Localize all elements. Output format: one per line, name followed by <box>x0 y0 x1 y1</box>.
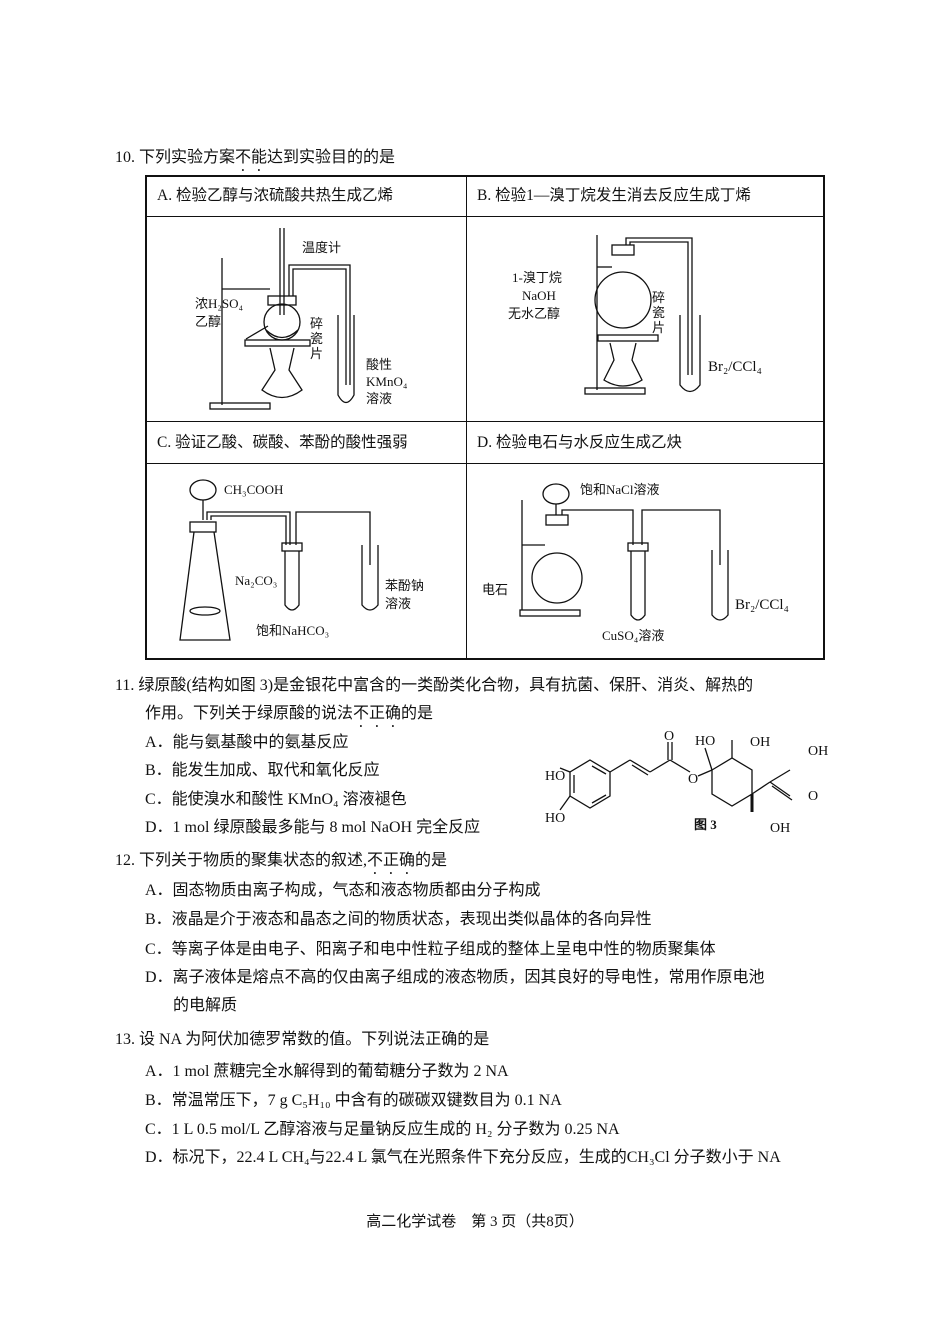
label-ho: HO <box>545 811 565 826</box>
stem-text: 达到实验目的的是 <box>267 149 396 166</box>
divider <box>147 216 823 217</box>
q12-option-b: B．液晶是介于液态和晶态之间的物质状态，表现出类似晶体的各向异性 <box>145 911 652 928</box>
label-reagent: 无水乙醇 <box>508 306 561 321</box>
label-o: O <box>664 729 674 744</box>
q11-option-a: A．能与氨基酸中的氨基反应 <box>145 734 349 751</box>
page-footer: 高二化学试卷 第 3 页（共8页） <box>366 1214 584 1230</box>
label-reagent: NaOH <box>522 288 556 303</box>
cell-title-c: C. 验证乙酸、碳酸、苯酚的酸性强弱 <box>157 434 408 451</box>
label-oh: OH <box>808 744 828 759</box>
stem-text: 的是 <box>415 852 448 869</box>
divider <box>147 463 823 464</box>
question-number: 12. <box>115 852 135 869</box>
label-o: O <box>808 789 818 804</box>
label-solution: 溶液 <box>385 596 412 611</box>
question-number: 10. <box>115 149 135 166</box>
stem-text: 绿原酸(结构如图 3)是金银花中富含的一类酚类化合物，具有抗菌、保肝、消炎、解热… <box>138 677 754 694</box>
q13-stem: 13. 设 NA 为阿伏加德罗常数的值。下列说法正确的是 <box>115 1030 489 1050</box>
label-reagent: 饱和NaCl溶液 <box>580 482 660 497</box>
label-ho: HO <box>545 769 565 784</box>
q13-option-b: B．常温常压下，7 g C₅H₁₀ 中含有的碳碳双键数目为 0.1 NA <box>145 1092 562 1109</box>
label-thermometer: 温度计 <box>302 240 342 255</box>
divider <box>466 177 467 658</box>
q12-option-c: C．等离子体是由电子、阳离子和电中性粒子组成的整体上呈电中性的物质聚集体 <box>145 941 716 958</box>
q12-stem: 12. 下列关于物质的聚集状态的叙述,不正确的是 <box>115 851 447 878</box>
stem-text: 下列实验方案 <box>139 149 236 166</box>
label-solution: 饱和NaHCO₃ <box>256 623 330 638</box>
q11-option-c: C．能使溴水和酸性 KMnO₄ 溶液褪色 <box>145 791 407 808</box>
chlorogenic-acid-structure: HO HO O O HO OH OH O OH 图 3 <box>545 729 828 836</box>
label-solution: 酸性 <box>366 357 393 372</box>
label-reagent: 浓H₂SO₄ <box>195 296 244 311</box>
q10-experiment-table: A. 检验乙醇与浓硫酸共热生成乙烯 B. 检验1—溴丁烷发生消去反应生成丁烯 C… <box>145 175 825 660</box>
q12-option-d-cont: 的电解质 <box>173 997 238 1014</box>
q13-option-d: D．标况下，22.4 L CH₄与22.4 L 氯气在光照条件下充分反应，生成的… <box>145 1149 781 1166</box>
apparatus-a-diagram <box>209 228 355 410</box>
q12-option-a: A．固态物质由离子构成，气态和液态物质都由分子构成 <box>145 882 541 899</box>
stem-text: 的是 <box>401 705 434 722</box>
label-ho: HO <box>695 734 715 749</box>
q11-option-d: D．1 mol 绿原酸最多能与 8 mol NaOH 完全反应 <box>145 819 481 836</box>
label-reagent: 1-溴丁烷 <box>512 270 562 285</box>
emphasis-text: 不正确 <box>353 705 402 722</box>
divider <box>147 421 823 422</box>
emphasis-text: 不正确 <box>367 852 416 869</box>
label-solution: CuSO₄溶液 <box>602 628 665 643</box>
question-number: 11. <box>115 677 135 694</box>
stem-text: 设 NA 为阿伏加德罗常数的值。下列说法正确的是 <box>139 1031 490 1048</box>
label-o: O <box>688 772 698 787</box>
cell-title-a: A. 检验乙醇与浓硫酸共热生成乙烯 <box>157 187 393 204</box>
apparatus-d-diagram <box>519 483 729 621</box>
apparatus-b-diagram <box>584 235 701 395</box>
apparatus-c-diagram <box>179 479 379 641</box>
label-solution: 溶液 <box>366 391 393 406</box>
q13-option-a: A．1 mol 蔗糖完全水解得到的葡萄糖分子数为 2 NA <box>145 1063 509 1080</box>
q11-stem-line2: 作用。下列关于绿原酸的说法不正确的是 <box>145 704 433 731</box>
cell-title-d: D. 检验电石与水反应生成乙炔 <box>477 434 682 451</box>
label-solution: KMnO₄ <box>366 374 408 389</box>
label-chips: 碎瓷片 <box>652 290 666 335</box>
q13-option-c: C．1 L 0.5 mol/L 乙醇溶液与足量钠反应生成的 H₂ 分子数为 0.… <box>145 1121 620 1138</box>
stem-text: 下列关于物质的聚集状态的叙述, <box>139 852 368 869</box>
label-chips: 碎瓷片 <box>310 316 324 361</box>
figure-caption: 图 3 <box>694 817 717 832</box>
stem-text: 作用。下列关于绿原酸的说法 <box>145 705 354 722</box>
q12-option-d: D．离子液体是熔点不高的仅由离子组成的液态物质，因其良好的导电性，常用作原电池 <box>145 969 765 986</box>
label-oh: OH <box>750 735 770 750</box>
emphasis-text: 不能 <box>235 149 268 166</box>
label-solid: Na₂CO₃ <box>235 573 278 588</box>
label-oh: OH <box>770 821 790 836</box>
q11-stem: 11. 绿原酸(结构如图 3)是金银花中富含的一类酚类化合物，具有抗菌、保肝、消… <box>115 676 753 696</box>
label-solid: 电石 <box>482 582 509 597</box>
q10-stem: 10. 下列实验方案不能达到实验目的的是 <box>115 148 395 175</box>
question-number: 13. <box>115 1031 135 1048</box>
q11-option-b: B．能发生加成、取代和氧化反应 <box>145 762 380 779</box>
label-reagent: 乙醇 <box>195 314 222 329</box>
label-reagent: CH₃COOH <box>224 482 284 497</box>
label-solution: Br₂/CCl₄ <box>735 597 789 613</box>
label-solution: 苯酚钠 <box>385 578 425 593</box>
cell-title-b: B. 检验1—溴丁烷发生消去反应生成丁烯 <box>477 187 751 204</box>
label-solution: Br₂/CCl₄ <box>708 359 762 375</box>
